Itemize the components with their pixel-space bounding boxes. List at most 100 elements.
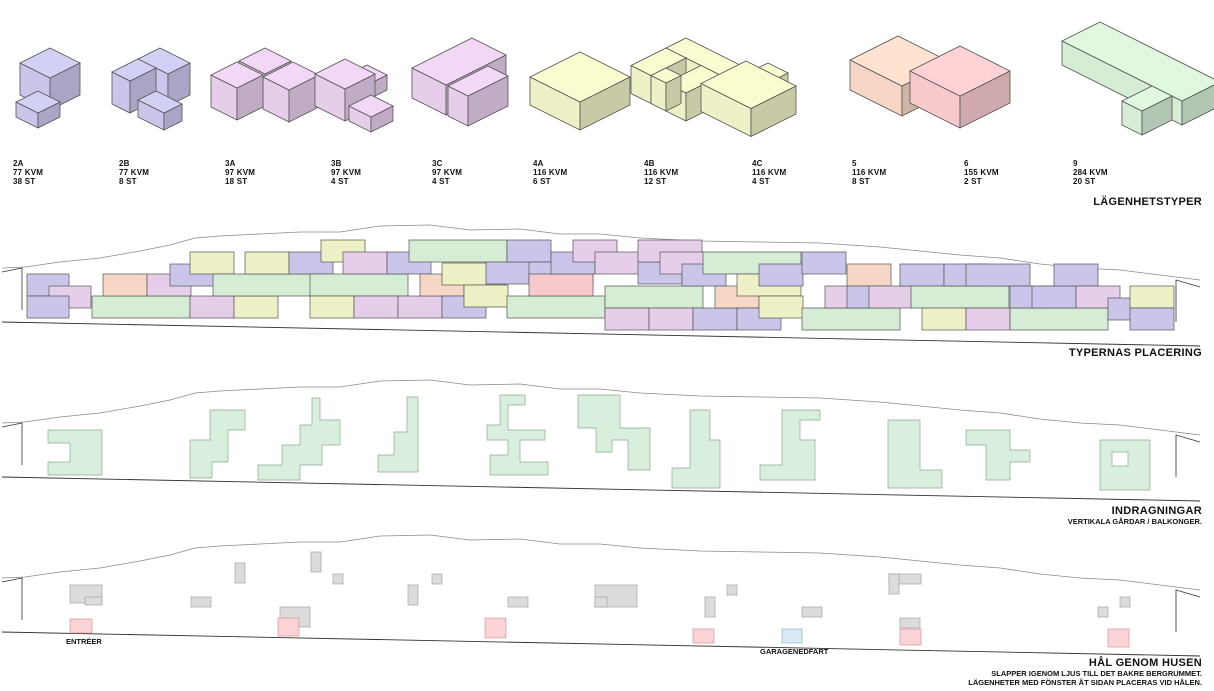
apartment-type-area: 77 KVM — [119, 168, 150, 177]
apartment-placement-block — [604, 307, 650, 331]
apartment-type-count: 20 ST — [1073, 177, 1096, 186]
terrain-silhouette — [1, 379, 1201, 436]
apartment-type-icon-4c — [700, 60, 797, 138]
apartment-type-code: 3A — [225, 159, 236, 168]
ground-line — [1, 631, 1201, 657]
apartment-type-count: 4 ST — [432, 177, 450, 186]
apartment-placement-block — [1009, 307, 1109, 331]
apartment-placement-block — [102, 273, 148, 297]
apartment-type-count: 4 ST — [331, 177, 349, 186]
apartment-type-count: 8 ST — [119, 177, 137, 186]
apartment-type-icon-4a — [529, 51, 631, 131]
right-edge — [1175, 589, 1201, 632]
apartment-placement-block — [1129, 285, 1175, 309]
recess-courtyard — [577, 394, 651, 471]
apartment-type-code: 9 — [1073, 159, 1078, 168]
apartment-placement-block — [528, 273, 594, 297]
apartment-placement-block — [692, 307, 738, 331]
apartment-type-area: 155 KVM — [964, 168, 999, 177]
apartment-type-code: 4C — [752, 159, 763, 168]
apartment-type-code: 3C — [432, 159, 443, 168]
left-edge — [1, 422, 23, 465]
recess-courtyard — [47, 429, 103, 476]
recess-opening — [1111, 451, 1129, 467]
section-title-types: LÄGENHETSTYPER — [1093, 196, 1202, 208]
right-edge — [1175, 279, 1201, 322]
apartment-type-count: 12 ST — [644, 177, 667, 186]
apartment-placement-block — [648, 307, 694, 331]
apartment-placement-block — [91, 295, 191, 319]
section-title-holes: HÅL GENOM HUSEN — [1088, 657, 1202, 669]
ground-line — [1, 476, 1201, 502]
apartment-type-icon-3a — [210, 47, 320, 123]
light-hole — [190, 596, 212, 608]
apartment-placement-block — [506, 295, 606, 319]
apartment-placement-block — [868, 285, 914, 309]
apartment-placement-block — [342, 251, 388, 275]
apartment-type-count: 6 ST — [533, 177, 551, 186]
placement-diagram — [1, 224, 1201, 347]
apartment-type-area: 97 KVM — [432, 168, 463, 177]
garage-label: GARAGENEDFART — [760, 647, 829, 656]
apartment-placement-block — [758, 263, 804, 287]
apartment-placement-block — [463, 284, 509, 308]
light-hole — [1097, 606, 1109, 618]
apartment-placement-block — [604, 285, 704, 309]
recess-courtyard — [257, 397, 341, 481]
light-hole — [888, 573, 900, 595]
apartment-type-code: 6 — [964, 159, 969, 168]
apartment-type-code: 2A — [13, 159, 24, 168]
apartment-placement-block — [910, 285, 1010, 309]
entrance-opening — [899, 628, 922, 646]
apartment-type-count: 2 ST — [964, 177, 982, 186]
apartment-placement-block — [506, 239, 552, 263]
light-hole — [704, 596, 716, 618]
apartment-placement-block — [353, 295, 399, 319]
entrance-opening — [1107, 628, 1130, 648]
apartment-type-code: 4B — [644, 159, 655, 168]
apartment-placement-block — [189, 295, 235, 319]
apartment-type-area: 77 KVM — [13, 168, 44, 177]
left-edge — [1, 577, 23, 620]
apartment-placement-block — [758, 295, 804, 319]
recess-courtyard — [887, 419, 943, 489]
apartment-type-code: 5 — [852, 159, 857, 168]
apartment-placement-block — [899, 263, 945, 287]
apartment-type-area: 116 KVM — [852, 168, 887, 177]
apartment-type-code: 4A — [533, 159, 544, 168]
apartment-placement-block — [408, 239, 508, 263]
garage-ramp-opening — [781, 628, 803, 644]
light-hole — [507, 596, 529, 608]
recess-courtyard — [965, 429, 1031, 481]
light-hole — [801, 606, 823, 618]
apartment-placement-block — [212, 273, 312, 297]
entrance-opening — [277, 617, 300, 637]
terrain-silhouette — [1, 534, 1201, 591]
apartment-placement-block — [309, 295, 355, 319]
section-subtitle-recesses: VERTIKALA GÅRDAR / BALKONGER. — [1067, 517, 1202, 526]
section-title-recesses: INDRAGNINGAR — [1111, 505, 1202, 517]
apartment-placement-block — [1129, 307, 1175, 331]
apartment-placement-block — [801, 307, 901, 331]
apartment-placement-block — [189, 251, 235, 275]
recess-courtyard — [759, 409, 821, 481]
recess-courtyard — [189, 409, 246, 479]
apartment-type-area: 97 KVM — [331, 168, 362, 177]
recess-courtyard — [377, 396, 419, 473]
section-subtitle-holes-line-1: SLAPPER IGENOM LJUS TILL DET BAKRE BERGR… — [991, 669, 1202, 678]
apartment-type-count: 4 ST — [752, 177, 770, 186]
light-hole — [310, 551, 322, 573]
apartment-placement-block — [1031, 285, 1077, 309]
apartment-type-area: 116 KVM — [752, 168, 787, 177]
apartment-placement-block — [244, 251, 290, 275]
apartment-type-icon-6 — [909, 45, 1011, 129]
apartment-type-area: 97 KVM — [225, 168, 256, 177]
apartment-placement-block — [594, 251, 640, 275]
